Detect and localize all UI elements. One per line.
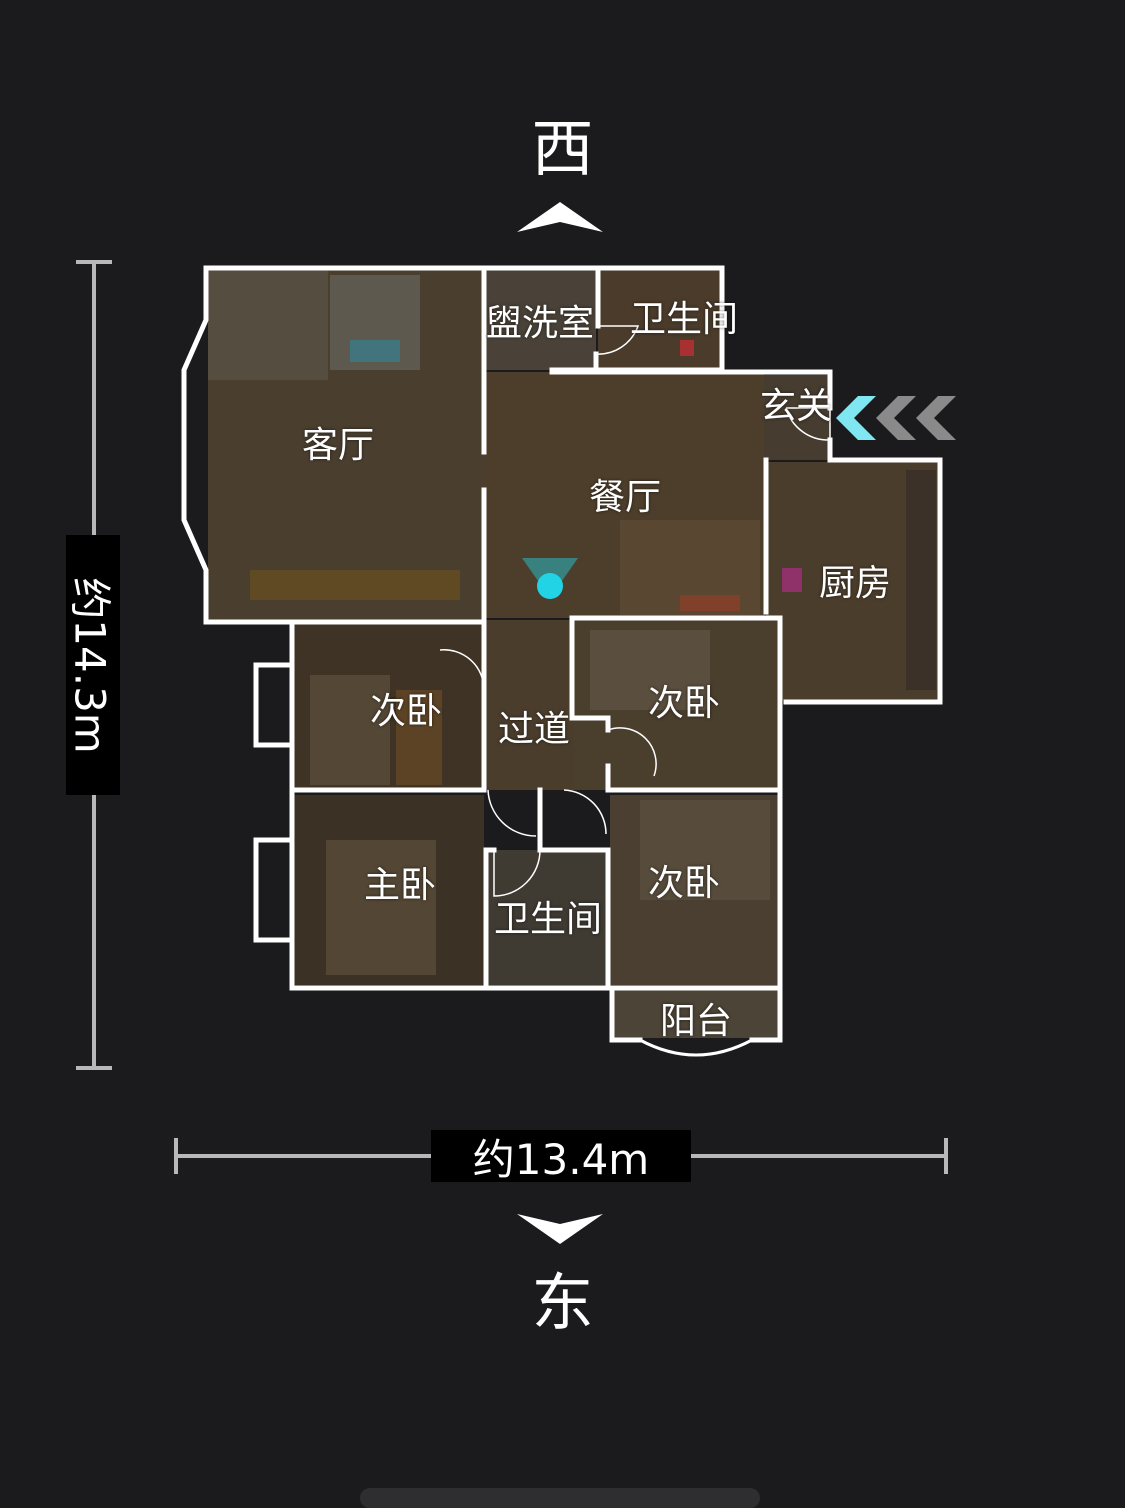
width-dimension-label: 约13.4m [431, 1130, 691, 1184]
bathroom-1-area[interactable] [598, 270, 722, 370]
door-swings [439, 325, 831, 897]
room-label-bedroom-left: 次卧 [369, 691, 443, 732]
dimension-line-vertical-top [92, 262, 96, 535]
washroom-area[interactable] [484, 270, 596, 370]
home-indicator [360, 1488, 760, 1508]
chevron-down-icon[interactable] [517, 1214, 603, 1246]
compass-east-label: 东 [531, 1266, 594, 1339]
room-label-master-bedroom: 主卧 [363, 865, 437, 906]
room-label-corridor: 过道 [497, 709, 571, 750]
compass-west-label: 西 [531, 112, 594, 185]
entrance-arrows-icon [836, 396, 956, 440]
walls [181, 265, 943, 1057]
room-label-living-room: 客厅 [301, 425, 375, 466]
room-label-kitchen: 厨房 [818, 563, 892, 604]
room-label-balcony: 阳台 [659, 1001, 733, 1042]
location-marker[interactable] [522, 558, 578, 599]
room-label-washroom: 盥洗室 [485, 303, 595, 344]
room-label-bathroom-2: 卫生间 [493, 899, 603, 940]
entrance-area[interactable] [764, 375, 830, 460]
balcony-area[interactable] [612, 988, 780, 1038]
dimension-cap-bottom [76, 1066, 112, 1070]
room-label-bedroom-right-upper: 次卧 [647, 683, 721, 724]
height-dimension-label: 约14.3m [66, 535, 120, 795]
room-fills [208, 270, 940, 1038]
dimension-line-horizontal-right [691, 1154, 946, 1158]
dimension-line-horizontal-left [176, 1154, 431, 1158]
room-label-dining-room: 餐厅 [588, 477, 662, 518]
room-label-bedroom-right-lower: 次卧 [647, 863, 721, 904]
dimension-line-vertical-bottom [92, 795, 96, 1068]
chevron-up-icon[interactable] [517, 200, 603, 232]
room-label-entrance: 玄关 [759, 386, 833, 427]
dimension-cap-right [944, 1138, 948, 1174]
bathroom-2-area[interactable] [486, 850, 608, 985]
room-label-bathroom-1: 卫生间 [629, 299, 739, 340]
